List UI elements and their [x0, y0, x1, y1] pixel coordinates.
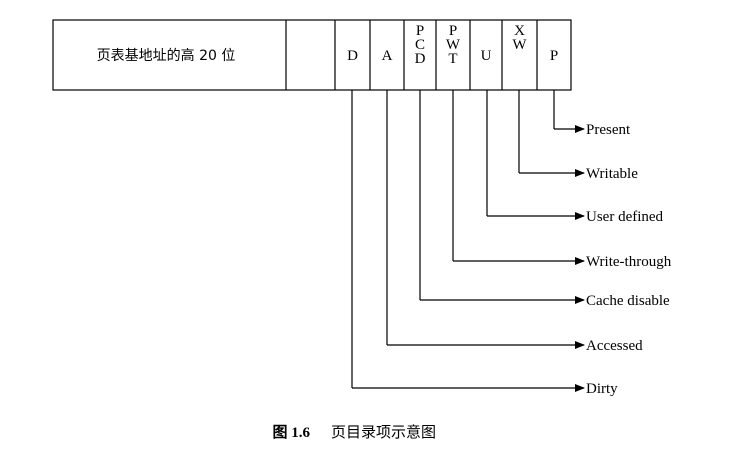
bit-letter: A	[382, 48, 393, 64]
bit-letter: T	[448, 51, 457, 67]
bit-letter: D	[415, 51, 426, 67]
caption-title: 页目录项示意图	[331, 423, 436, 441]
cache-disable-label: Cache disable	[586, 293, 670, 309]
flag-leaders	[351, 90, 585, 392]
user-defined-label: User defined	[586, 209, 664, 225]
write-through-label: Write-through	[586, 254, 672, 270]
entry-outline	[52, 19, 572, 91]
bit-letter: P	[449, 23, 457, 39]
bit-letter: X	[514, 23, 525, 39]
bit-letter: W	[512, 37, 527, 53]
bit-letter: U	[481, 48, 492, 64]
bit-letter: D	[347, 48, 358, 64]
caption-figure-number: 图 1.6	[272, 424, 310, 441]
bit-letter: P	[550, 48, 558, 64]
dirty-label: Dirty	[586, 381, 618, 397]
bit-letter: C	[415, 37, 425, 53]
present-bit-cell: P	[550, 48, 558, 64]
pwt-bit-cell: PWT	[446, 23, 461, 67]
bit-letter: W	[446, 37, 461, 53]
accessed-bit-cell: A	[382, 48, 393, 64]
accessed-label: Accessed	[586, 338, 643, 354]
base-address-label: 页表基地址的高 20 位	[97, 47, 236, 64]
writable-bit-cell: XW	[512, 23, 527, 53]
user-bit-cell: U	[481, 48, 492, 64]
present-label: Present	[586, 122, 631, 138]
dirty-bit-cell: D	[347, 48, 358, 64]
bit-letter: P	[416, 23, 424, 39]
pcd-bit-cell: PCD	[415, 23, 426, 67]
entry-cell-dividers	[285, 20, 538, 90]
writable-label: Writable	[586, 166, 638, 182]
figure-caption: 图 1.6 页目录项示意图	[272, 423, 436, 441]
